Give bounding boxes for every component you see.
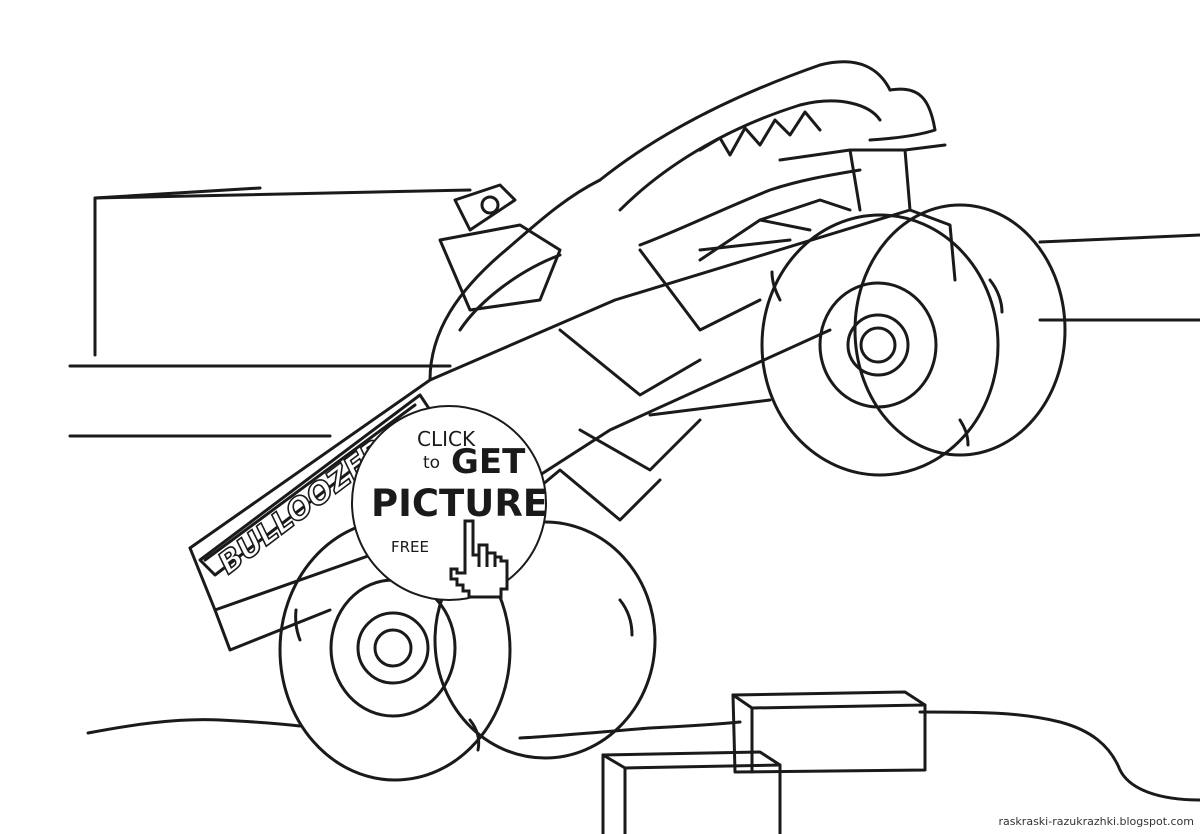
dirt-blocks [601,690,927,834]
pointer-hand-icon [449,519,509,599]
badge-picture-text: PICTURE [371,482,549,525]
get-picture-badge[interactable]: CLICK to GET PICTURE FREE [351,405,549,601]
ground-line [86,710,1200,802]
badge-click-text: CLICK [417,427,476,451]
badge-free-text: FREE [391,538,430,556]
badge-to-text: to [423,453,441,473]
site-watermark: raskraski-razukrazhki.blogspot.com [998,815,1194,828]
rear-wheels [760,203,1067,477]
background-walls [68,186,1200,438]
truck-body [188,60,957,652]
badge-get-text: GET [451,442,526,482]
